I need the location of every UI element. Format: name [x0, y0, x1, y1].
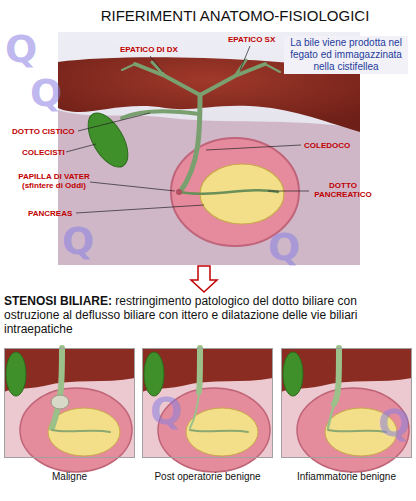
stenosis-panel: Post operatorie benigne	[142, 348, 273, 458]
watermark: Q	[268, 228, 300, 266]
leader-lines	[66, 46, 309, 213]
title: RIFERIMENTI ANATOMO-FISIOLOGICI	[60, 7, 410, 25]
stenosis-panel: Maligne	[4, 348, 135, 458]
part-label: COLEDOCO	[304, 141, 350, 150]
watermark: Q	[150, 392, 182, 430]
part-label: EPATICO DI DX	[120, 45, 178, 54]
definition-term: STENOSI BILIARE:	[4, 294, 112, 308]
panel-caption: Post operatorie benigne	[139, 471, 276, 483]
part-label: DOTTO CISTICO	[12, 127, 75, 136]
part-label: PAPILLA DI VATER (sfintere di Oddi)	[18, 172, 90, 190]
watermark: Q	[62, 222, 94, 260]
stenosis-panels	[4, 348, 412, 472]
note-text: La bile viene prodotta nel fegato ed imm…	[284, 36, 408, 74]
part-label: DOTTO PANCREATICO	[311, 181, 375, 199]
definition-text: STENOSI BILIARE: restringimento patologi…	[4, 294, 412, 336]
watermark: Q	[378, 404, 410, 442]
watermark: Q	[5, 30, 37, 68]
stenosis-panel: Infiammatorie benigne	[281, 348, 412, 458]
down-arrow	[191, 266, 217, 292]
part-label: PANCREAS	[28, 209, 72, 218]
panel-caption: Infiammatorie benigne	[278, 471, 415, 483]
part-label: COLECISTI	[22, 148, 65, 157]
part-label: EPATICO SX	[228, 35, 275, 44]
watermark: Q	[30, 74, 62, 112]
panel-caption: Maligne	[1, 471, 138, 483]
